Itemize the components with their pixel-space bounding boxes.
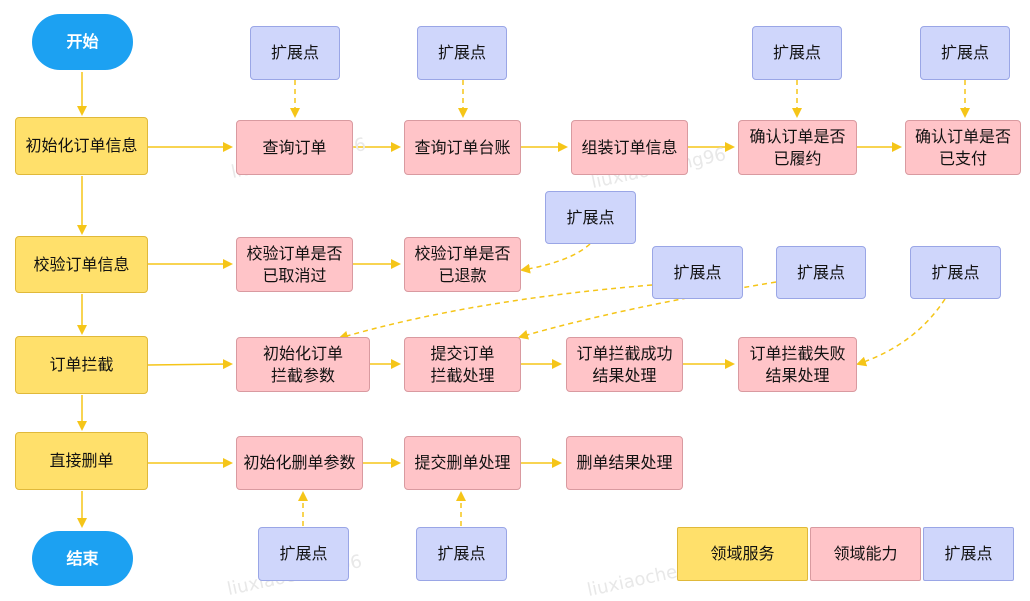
ext-arrow-6 <box>338 284 653 341</box>
arrow-r3-a <box>147 359 233 370</box>
ability-init-intercept-params: 初始化订单 拦截参数 <box>236 337 370 392</box>
ext-point: 扩展点 <box>417 26 507 80</box>
ability-submit-delete: 提交删单处理 <box>404 436 521 490</box>
domain-init-order-info: 初始化订单信息 <box>15 117 148 175</box>
ability-intercept-success: 订单拦截成功 结果处理 <box>566 337 683 392</box>
ability-check-fulfilled: 确认订单是否 已履约 <box>738 120 857 175</box>
ext-point: 扩展点 <box>258 527 349 581</box>
ability-delete-result: 删单结果处理 <box>566 436 683 490</box>
domain-order-intercept: 订单拦截 <box>15 336 148 394</box>
ability-init-delete-params: 初始化删单参数 <box>236 436 363 490</box>
ext-point: 扩展点 <box>416 527 507 581</box>
ability-submit-intercept: 提交订单 拦截处理 <box>404 337 521 392</box>
start-terminal: 开始 <box>32 14 133 70</box>
ext-point: 扩展点 <box>752 26 842 80</box>
ability-assemble-info: 组装订单信息 <box>571 120 688 175</box>
ext-point: 扩展点 <box>920 26 1010 80</box>
legend-domain-service: 领域服务 <box>677 527 808 581</box>
ext-arrow-8 <box>856 298 946 367</box>
ext-point: 扩展点 <box>652 246 743 299</box>
ext-point: 扩展点 <box>910 246 1001 299</box>
ability-query-ledger: 查询订单台账 <box>404 120 521 175</box>
ability-check-refunded: 校验订单是否 已退款 <box>404 237 521 292</box>
ext-arrow-5 <box>520 243 591 274</box>
ability-check-paid: 确认订单是否 已支付 <box>905 120 1021 175</box>
ext-point: 扩展点 <box>250 26 340 80</box>
ext-point: 扩展点 <box>776 246 866 299</box>
ability-intercept-failure: 订单拦截失败 结果处理 <box>738 337 857 392</box>
ext-point: 扩展点 <box>545 191 636 244</box>
end-terminal: 结束 <box>32 531 133 586</box>
legend-ext-point: 扩展点 <box>923 527 1014 581</box>
domain-verify-order-info: 校验订单信息 <box>15 236 148 293</box>
legend-domain-ability: 领域能力 <box>810 527 921 581</box>
domain-direct-delete: 直接删单 <box>15 432 148 490</box>
ability-check-cancelled: 校验订单是否 已取消过 <box>236 237 353 292</box>
ability-query-order: 查询订单 <box>236 120 353 175</box>
